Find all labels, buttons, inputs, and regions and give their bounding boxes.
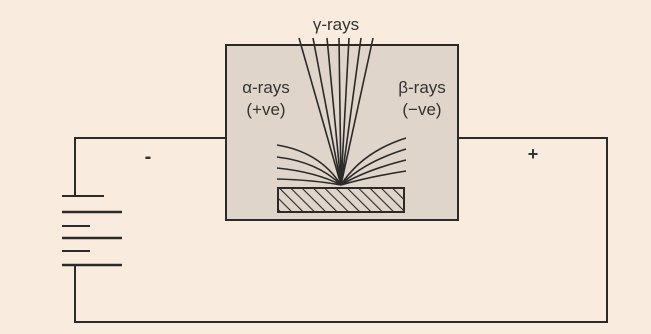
beta-rays-label: β-rays	[398, 78, 446, 97]
alpha-rays-label: α-rays	[242, 78, 290, 97]
negative-terminal-sign: -	[145, 146, 152, 168]
alpha-charge-label: (+ve)	[246, 100, 285, 119]
radioactive-source	[277, 187, 405, 213]
battery	[62, 195, 122, 267]
circuit-wire	[74, 137, 608, 323]
positive-terminal-sign: +	[528, 144, 539, 164]
gamma-ray-lines	[298, 37, 374, 186]
beta-charge-label: (−ve)	[402, 100, 441, 119]
gamma-rays-label: γ-rays	[313, 15, 359, 34]
alpha-ray-paths	[276, 144, 342, 186]
beta-ray-paths	[340, 137, 407, 186]
